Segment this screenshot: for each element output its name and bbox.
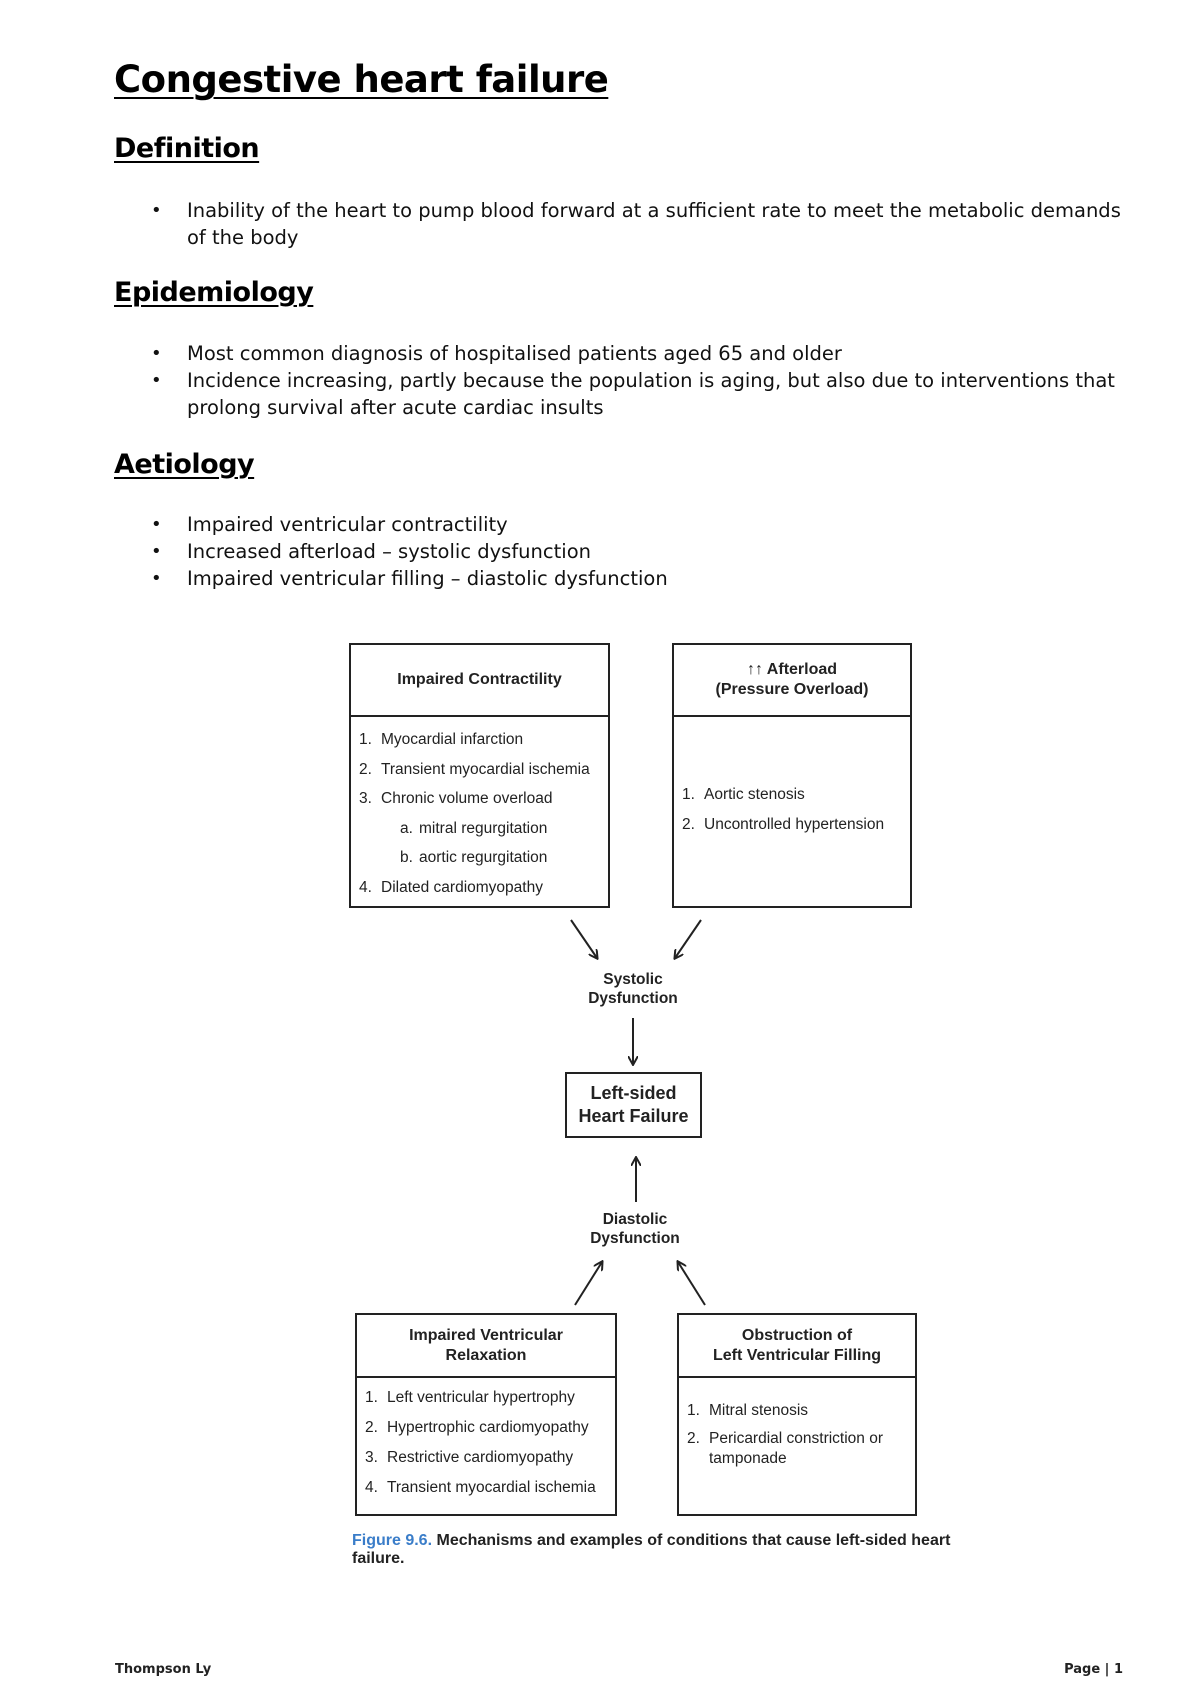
bullet-icon: • xyxy=(151,541,162,562)
bullet-icon: • xyxy=(151,514,162,535)
list-item-text: Impaired ventricular contractility xyxy=(187,513,508,536)
list-item: • Impaired ventricular filling – diastoli… xyxy=(150,565,1130,592)
list-item: • Inability of the heart to pump blood fo… xyxy=(150,197,1130,251)
section-heading-epidemiology: Epidemiology xyxy=(114,277,314,308)
list-item: • Impaired ventricular contractility xyxy=(150,511,1130,538)
list-item-text: Impaired ventricular filling – diastolic… xyxy=(187,567,668,590)
aetiology-list: • Impaired ventricular contractility • Inc… xyxy=(150,511,1130,592)
epidemiology-list: • Most common diagnosis of hospitalised p… xyxy=(150,340,1130,421)
arrow-afterload-to-systolic xyxy=(675,919,702,958)
box-item: 1.Myocardial infarction xyxy=(359,731,524,748)
list-item-text: Most common diagnosis of hospitalised pa… xyxy=(187,342,842,365)
definition-list: • Inability of the heart to pump blood fo… xyxy=(150,197,1130,251)
box-title: ↑↑ Afterload (Pressure Overload) xyxy=(674,645,910,717)
box-item: 3.Chronic volume overload xyxy=(359,790,553,807)
box-item: 2.Transient myocardial ischemia xyxy=(359,760,590,778)
afterload-box: ↑↑ Afterload (Pressure Overload) 1.Aorti… xyxy=(672,643,912,908)
impaired-contractility-box: Impaired Contractility 1.Myocardial infa… xyxy=(349,643,610,908)
box-title-line: Left Ventricular Filling xyxy=(712,1346,882,1364)
box-title-line: Obstruction of xyxy=(741,1326,853,1344)
figure-caption-text: Mechanisms and examples of conditions th… xyxy=(352,1532,951,1567)
box-title: Impaired Ventricular Relaxation xyxy=(357,1315,615,1378)
box-item: 2.Hypertrophic cardiomyopathy xyxy=(365,1419,589,1436)
box-subitem: a.mitral regurgitation xyxy=(400,819,548,837)
impaired-relaxation-box: Impaired Ventricular Relaxation 1.Left v… xyxy=(355,1313,617,1516)
list-item-text: Increased afterload – systolic dysfuncti… xyxy=(187,540,591,563)
box-item: 1.Left ventricular hypertrophy xyxy=(365,1389,575,1406)
box-title: Obstruction of Left Ventricular Filling xyxy=(679,1315,915,1378)
bullet-icon: • xyxy=(151,568,162,589)
list-item-text: Incidence increasing, partly because the… xyxy=(187,369,1115,419)
obstruction-box: Obstruction of Left Ventricular Filling … xyxy=(677,1313,917,1516)
box-title-line: Relaxation xyxy=(445,1346,527,1364)
arrow-contractility-to-systolic xyxy=(570,919,597,958)
box-title: Impaired Contractility xyxy=(351,645,608,717)
figure-caption: Figure 9.6. Mechanisms and examples of c… xyxy=(352,1532,952,1568)
bullet-icon: • xyxy=(151,200,162,221)
box-title-line: Impaired Ventricular xyxy=(409,1326,563,1344)
box-item: 3.Restrictive cardiomyopathy xyxy=(365,1449,574,1466)
box-title-line: ↑↑ Afterload xyxy=(746,661,838,678)
footer-author: Thompson Ly xyxy=(115,1662,212,1677)
box-title-text: Impaired Contractility xyxy=(397,671,562,688)
box-item: 2.Pericardial constriction or tamponade xyxy=(687,1430,884,1467)
box-item: 4.Transient myocardial ischemia xyxy=(365,1479,596,1496)
box-item-list: 1.Aortic stenosis 2.Uncontrolled hyperte… xyxy=(682,780,906,840)
diastolic-dysfunction-label: Diastolic Dysfunction xyxy=(590,1211,680,1247)
bullet-icon: • xyxy=(151,370,162,391)
box-title-line: (Pressure Overload) xyxy=(715,681,869,698)
box-item: 1.Mitral stenosis xyxy=(687,1402,809,1419)
arrow-relaxation-to-diastolic xyxy=(574,1262,602,1306)
page-title: Congestive heart failure xyxy=(114,58,609,101)
box-item: 4.Dilated cardiomyopathy xyxy=(359,878,543,896)
left-sided-heart-failure-box: Left-sided Heart Failure xyxy=(565,1072,702,1138)
box-item-list: 1.Left ventricular hypertrophy 2.Hypertr… xyxy=(365,1383,611,1503)
bullet-icon: • xyxy=(151,343,162,364)
box-item-list: 1.Mitral stenosis 2.Pericardial constric… xyxy=(687,1401,885,1477)
box-item: 2.Uncontrolled hypertension xyxy=(682,816,885,833)
list-item-text: Inability of the heart to pump blood for… xyxy=(187,199,1121,249)
systolic-dysfunction-label: Systolic Dysfunction xyxy=(588,971,678,1007)
box-item: 1.Aortic stenosis xyxy=(682,786,805,803)
figure-number: Figure 9.6. xyxy=(352,1532,433,1549)
box-item-list: 1.Myocardial infarction 2.Transient myoc… xyxy=(359,725,604,902)
list-item: • Increased afterload – systolic dysfunct… xyxy=(150,538,1130,565)
list-item: • Incidence increasing, partly because th… xyxy=(150,367,1130,421)
footer-page-number: Page | 1 xyxy=(1064,1662,1123,1677)
box-subitem: b.aortic regurgitation xyxy=(400,849,548,866)
list-item: • Most common diagnosis of hospitalised p… xyxy=(150,340,1130,367)
section-heading-definition: Definition xyxy=(114,133,260,164)
arrow-obstruction-to-diastolic xyxy=(678,1262,706,1306)
section-heading-aetiology: Aetiology xyxy=(114,449,255,480)
